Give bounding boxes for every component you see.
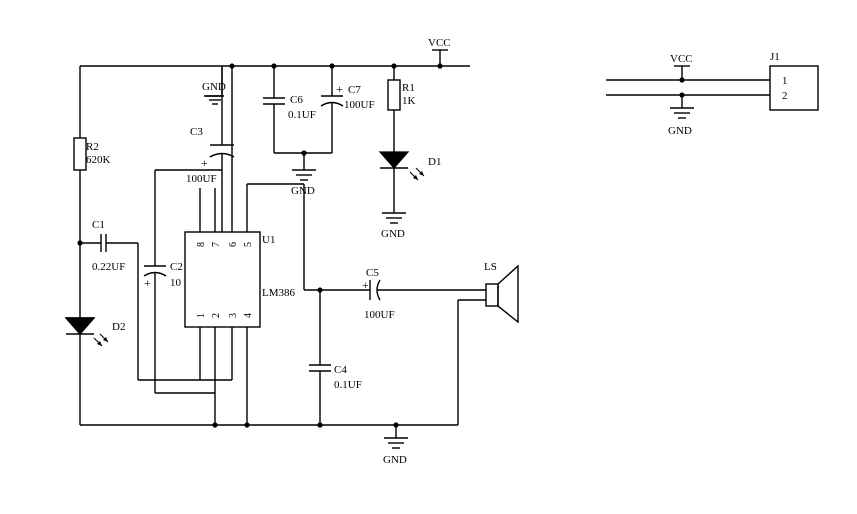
vcc-label-main: VCC — [428, 37, 451, 49]
r1-value: 1K — [402, 95, 416, 107]
gnd-label-j1: GND — [668, 125, 692, 137]
pin-8: 8 — [196, 242, 207, 247]
c1-value: 0.22UF — [92, 261, 125, 273]
speaker-ls: LS — [457, 261, 519, 425]
d1-led: D1 — [378, 151, 441, 213]
r1-ref: R1 — [402, 82, 415, 94]
c7-plus: + — [336, 82, 343, 96]
gnd-label-c6c7: GND — [291, 185, 315, 197]
pin-7: 7 — [211, 242, 222, 247]
vcc-rail: VCC — [80, 37, 470, 69]
r2-value: 620K — [86, 154, 111, 166]
c5-capacitor: + C5 100UF — [362, 267, 486, 321]
j1-pin-1: 1 — [782, 75, 788, 87]
pin-4: 4 — [243, 313, 254, 318]
c3-value: 100UF — [186, 173, 217, 185]
c6-capacitor: C6 0.1UF — [263, 66, 316, 153]
c7-capacitor: + C7 100UF — [320, 66, 375, 153]
j1-ref: J1 — [770, 51, 780, 63]
pin-5: 5 — [243, 242, 254, 247]
ls-ref: LS — [484, 261, 497, 273]
d2-ref: D2 — [112, 321, 125, 333]
c5-value: 100UF — [364, 309, 395, 321]
pin-1: 1 — [196, 313, 207, 318]
u1-lm386: U1 LM386 8 7 6 5 1 2 3 4 — [184, 66, 304, 425]
r2-ref: R2 — [86, 141, 99, 153]
gnd-c6-c7: GND — [274, 150, 332, 197]
gnd-label-c3: GND — [202, 81, 226, 93]
gnd-rail-bottom: GND — [80, 422, 458, 466]
gnd-label-d1: GND — [381, 228, 405, 240]
c5-plus: + — [362, 278, 369, 292]
c1-ref: C1 — [92, 219, 105, 231]
c7-value: 100UF — [344, 99, 375, 111]
pin-3: 3 — [228, 313, 239, 318]
c2-capacitor: + C2 10 — [143, 169, 222, 394]
gnd-d1: GND — [381, 212, 406, 240]
u1-part: LM386 — [262, 287, 296, 299]
u1-ref: U1 — [262, 234, 275, 246]
d1-ref: D1 — [428, 156, 441, 168]
c3-plus: + — [201, 156, 208, 170]
c6-value: 0.1UF — [288, 109, 316, 121]
gnd-label-bottom: GND — [383, 454, 407, 466]
c6-ref: C6 — [290, 94, 303, 106]
pin-2: 2 — [211, 313, 222, 318]
j1-pin-2: 2 — [782, 90, 788, 102]
c4-ref: C4 — [334, 364, 347, 376]
c4-capacitor: C4 0.1UF — [309, 364, 362, 425]
d2-led: D2 — [64, 317, 125, 425]
vcc-label-j1: VCC — [670, 53, 693, 65]
c4-value: 0.1UF — [334, 379, 362, 391]
c2-plus: + — [144, 276, 151, 290]
c2-value: 10 — [170, 277, 182, 289]
j1-connector: J1 1 2 VCC GND — [606, 51, 819, 137]
c5-ref: C5 — [366, 267, 379, 279]
pin-6: 6 — [228, 242, 239, 247]
output-node — [303, 184, 370, 365]
c1-capacitor: C1 0.22UF — [80, 219, 232, 381]
c2-ref: C2 — [170, 261, 183, 273]
r1-resistor: R1 1K — [387, 66, 416, 152]
r2-resistor: R2 620K — [73, 66, 111, 318]
c3-ref: C3 — [190, 126, 203, 138]
c3-capacitor: + C3 100UF GND — [186, 66, 235, 232]
c7-ref: C7 — [348, 84, 361, 96]
